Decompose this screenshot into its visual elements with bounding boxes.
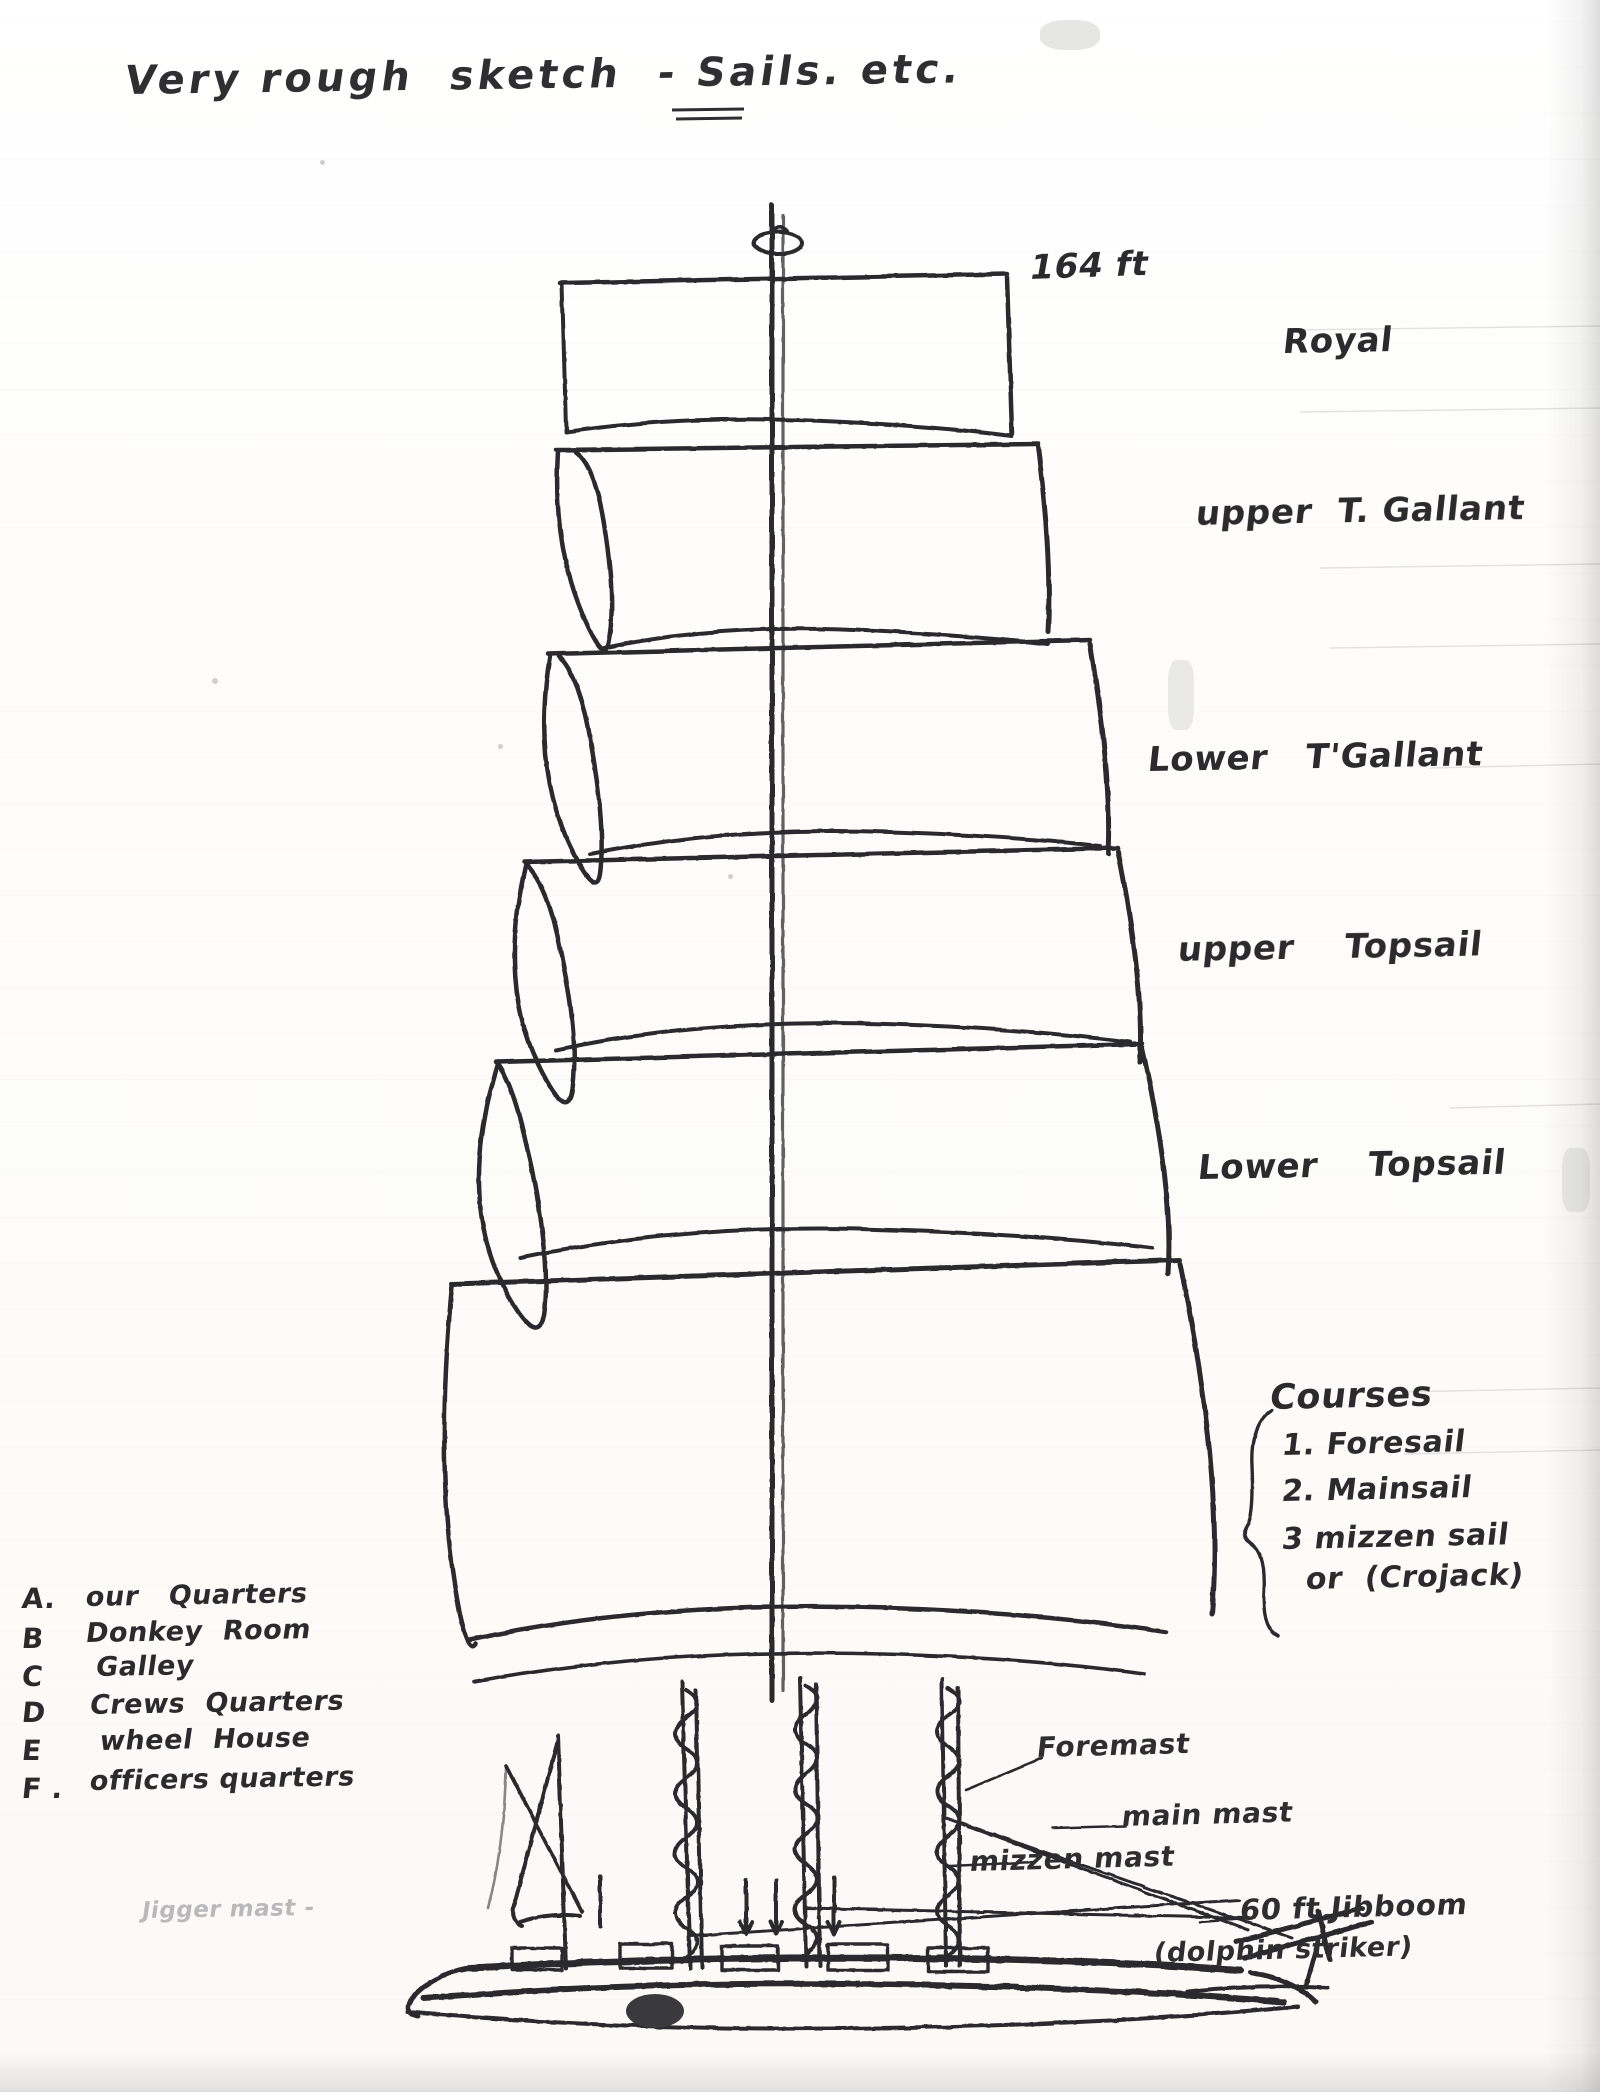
sail-course	[442, 1257, 1218, 1684]
speckle	[498, 744, 503, 749]
courses-item-2: 2. Mainsail	[1279, 1470, 1475, 1509]
courses-item-1: 1. Foresail	[1279, 1424, 1468, 1463]
speckle	[728, 874, 733, 879]
sail-label-upper-topsail: upper Topsail	[1175, 924, 1485, 970]
sail-upper-topgallant	[553, 441, 1052, 652]
ink-blot	[626, 1994, 684, 2028]
sail-label-upper-topgallant: upper T. Gallant	[1193, 488, 1528, 534]
mast-label-foremast: Foremast	[1035, 1727, 1193, 1764]
speckle	[320, 160, 325, 165]
mast-label-main-mast: main mast	[1120, 1795, 1295, 1833]
legend-text-e: wheel House	[97, 1722, 313, 1757]
smudge	[1040, 20, 1100, 50]
jibboom-length-label: 60 ft Jibboom	[1238, 1887, 1470, 1927]
courses-item-3: 3 mizzen sail	[1279, 1517, 1512, 1557]
sail-lower-topgallant	[541, 637, 1112, 885]
courses-brace	[1243, 1408, 1280, 1638]
ship-hull-scene	[405, 1676, 1375, 2031]
sail-upper-topsail	[512, 845, 1144, 1105]
sail-lower-topsail	[476, 1041, 1172, 1330]
legend-text-b: Donkey Room	[83, 1614, 314, 1649]
sail-label-royal: Royal	[1280, 320, 1396, 362]
sail-label-lower-topsail: Lower Topsail	[1195, 1142, 1509, 1188]
legend-key-f: F .	[20, 1772, 65, 1805]
legend-text-f: officers quarters	[87, 1761, 358, 1797]
paper-rules	[1289, 325, 1600, 1455]
legend-key-d: D	[20, 1696, 48, 1729]
legend-text-a: our Quarters	[83, 1578, 310, 1613]
legend-key-b: B	[20, 1622, 46, 1655]
smudge	[1168, 660, 1194, 730]
mast-truck	[752, 225, 804, 256]
mast-label-jigger-mast: Jigger mast -	[140, 1894, 317, 1924]
legend-key-e: E	[20, 1734, 44, 1767]
smudge	[1562, 1148, 1590, 1212]
main-mast-spar	[769, 202, 785, 1703]
sail-royal	[557, 271, 1015, 438]
legend-text-d: Crews Quarters	[87, 1685, 347, 1721]
legend-key-a: A.	[20, 1582, 58, 1615]
courses-heading: Courses	[1267, 1374, 1436, 1418]
sail-label-lower-topgallant: Lower T'Gallant	[1145, 734, 1486, 780]
leader-lines	[948, 1756, 1256, 1924]
mast-height-label: 164 ft	[1026, 243, 1153, 288]
courses-item-4: or (Crojack)	[1303, 1557, 1526, 1597]
mast-label-mizzen-mast: mizzen mast	[968, 1839, 1177, 1878]
speckle	[212, 678, 218, 684]
legend-text-c: Galley	[93, 1650, 197, 1683]
legend-key-c: C	[20, 1660, 45, 1693]
